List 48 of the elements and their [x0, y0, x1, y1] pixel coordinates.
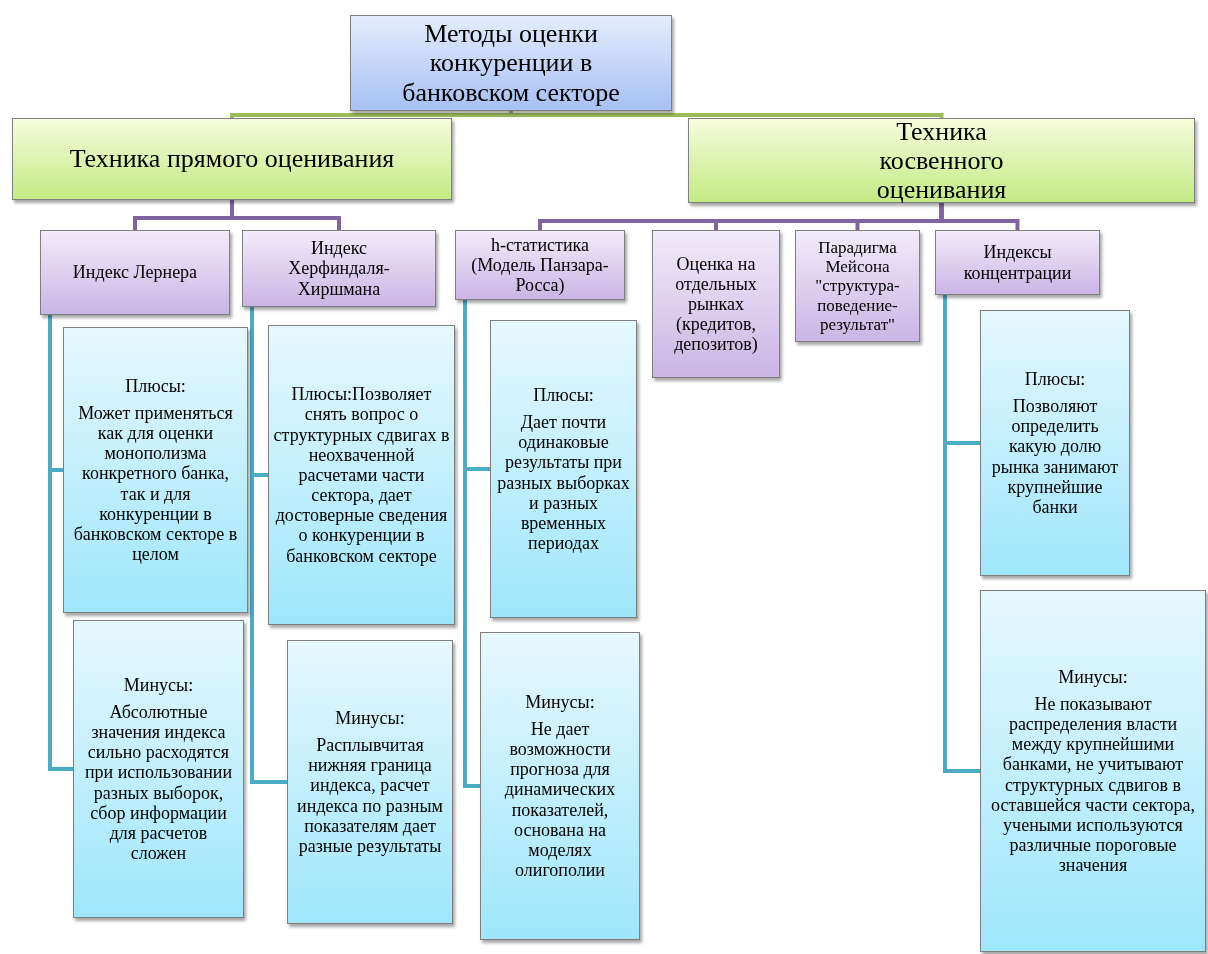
connector-line	[250, 307, 287, 784]
method-box	[40, 230, 230, 315]
section-heading: Плюсы:	[125, 375, 186, 396]
description-text: Расплывчитая нижняя граница индекса, расчет индекса по разным показателям дает разные результаты	[296, 735, 444, 857]
section-heading: Минусы:	[335, 707, 405, 729]
root-box	[350, 15, 672, 111]
section-heading: Минусы:	[525, 691, 595, 712]
connector-line	[509, 110, 944, 119]
detail-box	[268, 325, 455, 625]
description-text: Не дает возможности прогноза для динамических показателей, основана на моделях олигополии	[503, 718, 617, 881]
description-text: Плюсы:Позволяет снять вопрос о структурных сдвигах в неохваченной расчетами части сектора, дает достоверные сведения о конкуренции в банковском секторе	[273, 384, 450, 566]
connector-line	[230, 200, 341, 230]
node-label: Техника прямого оценивания	[69, 144, 395, 174]
section-heading: Плюсы:	[533, 384, 594, 406]
method-box	[935, 230, 1100, 295]
connector-line	[943, 295, 980, 773]
node-label: Индекс Херфиндаля-Хиршмана	[287, 238, 391, 299]
detail-box	[980, 590, 1206, 952]
diagram-heading: Методы оценки конкуренции в банковском секторе	[401, 19, 621, 107]
detail-box	[480, 632, 640, 940]
section-heading: Плюсы:	[1024, 368, 1086, 390]
connector-line	[48, 315, 73, 771]
method-box	[795, 230, 920, 342]
detail-box	[980, 310, 1130, 576]
node-label: Техника косвенного оценивания	[875, 116, 1008, 205]
detail-box	[73, 620, 244, 918]
description-text: Может применяться как для оценки монополизма конкретного банка, так и для конкуренции в банковском секторе в целом	[72, 402, 239, 565]
section-heading: Минусы:	[123, 674, 194, 695]
description-text: Абсолютные значения индекса сильно расходятся при использовании разных выборок, сбор информации для расчетов сложен	[83, 701, 234, 864]
node-label: h-статистика (Модель Панзара-Росса)	[470, 234, 610, 296]
node-label: Парадигма Мейсона "структура-поведение-результат"	[814, 238, 901, 334]
method-box	[455, 230, 625, 300]
node-label: Индексы концентрации	[962, 242, 1073, 283]
connector-line	[939, 203, 1020, 230]
description-text: Не показывают распределения власти между крупнейшими банками, не учитывают структурных сдвигов в оставшейся части сектора, учеными используются различные пороговые значения	[989, 693, 1197, 876]
description-text: Позволяют определить какую долю рынка занимают крупнейшие банки	[990, 396, 1120, 518]
node-label: Оценка на отдельных рынках (кредитов, депозитов)	[673, 253, 759, 355]
category-box	[12, 118, 452, 200]
connector-line	[463, 300, 480, 788]
method-box	[242, 230, 436, 307]
node-label: Индекс Лернера	[72, 262, 198, 283]
method-box	[652, 230, 780, 378]
description-text: Дает почти одинаковые результаты при разных выборках и разных временных периодах	[497, 412, 630, 554]
detail-box	[490, 320, 637, 618]
detail-box	[287, 640, 453, 924]
category-box	[688, 118, 1195, 203]
detail-box	[63, 327, 248, 613]
section-heading: Минусы:	[1058, 666, 1128, 687]
